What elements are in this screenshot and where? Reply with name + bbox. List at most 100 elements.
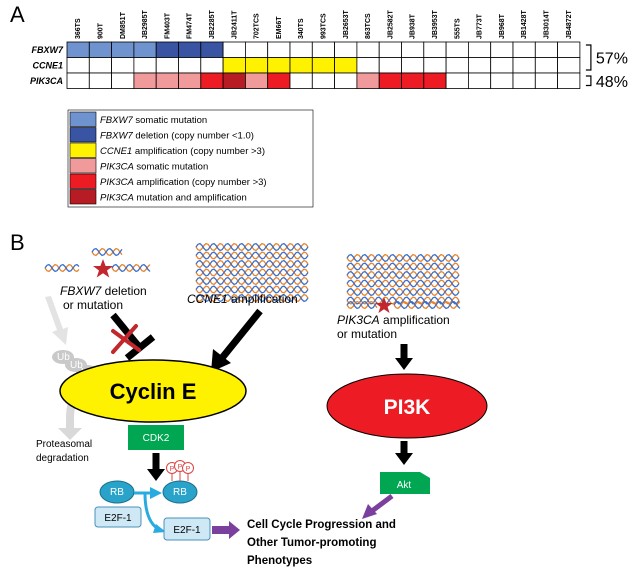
heatmap-cell xyxy=(267,72,291,89)
cyclin-e-label: Cyclin E xyxy=(110,379,197,404)
gene-label: CCNE1 xyxy=(32,61,63,71)
outcome-line-1: Cell Cycle Progression and xyxy=(247,519,396,531)
heatmap-cell xyxy=(200,72,224,89)
heatmap-cell xyxy=(88,72,113,89)
heatmap-cell xyxy=(155,72,179,89)
sample-label: EM66T xyxy=(276,16,283,39)
alteration-frequency: 57% xyxy=(596,51,628,68)
heatmap-cell xyxy=(111,57,135,74)
heatmap-cell xyxy=(534,57,558,74)
heatmap-cell xyxy=(267,57,291,74)
fbxw7-dna-strands xyxy=(44,247,151,273)
dna-strand xyxy=(195,276,309,286)
phosphate-label: P xyxy=(186,466,191,473)
dna-strand xyxy=(393,300,461,310)
degradation-arrow xyxy=(58,380,96,440)
e2f1-free-node xyxy=(163,517,211,541)
heatmap-cell xyxy=(178,57,202,74)
dna-strand xyxy=(346,296,460,305)
ub-label: Ub xyxy=(70,360,83,371)
sample-label: FM403T xyxy=(164,12,171,39)
heatmap-cell xyxy=(311,57,335,74)
phosphate-label: P xyxy=(170,466,175,473)
sample-label: JB2411T xyxy=(231,10,238,39)
heatmap-cell xyxy=(222,72,246,89)
heatmap-cell xyxy=(512,72,536,89)
dna-strand xyxy=(393,300,461,310)
heatmap-cell xyxy=(534,41,558,58)
sample-label: JB3014T xyxy=(543,9,550,39)
dna-strand xyxy=(195,285,309,294)
pik3ca-amplification-label: PIK3CA amplification xyxy=(337,313,450,327)
dna-strand xyxy=(195,268,309,277)
alteration-frequency: 48% xyxy=(596,74,628,91)
sample-label: DM851T xyxy=(120,11,127,39)
heatmap-cell xyxy=(512,41,536,58)
dna-strand xyxy=(346,279,460,288)
heatmap-cell xyxy=(88,57,113,74)
sample-label: JB2985T xyxy=(142,9,149,39)
legend-entry: PIK3CA somatic mutation xyxy=(100,162,208,173)
heatmap-cell xyxy=(557,41,581,58)
phospho-rb-label: RB xyxy=(173,487,187,498)
dna-strand xyxy=(195,259,309,269)
heatmap-cell xyxy=(334,72,358,89)
heatmap-cell xyxy=(66,41,90,58)
akt-label: Akt xyxy=(397,480,412,491)
heatmap-cell xyxy=(88,41,113,58)
degradation-label: degradation xyxy=(36,453,89,464)
dna-strand xyxy=(346,287,460,297)
dna-strand xyxy=(91,247,123,257)
dna-strand xyxy=(346,300,378,310)
sample-label: JB3953T xyxy=(432,9,439,39)
legend-entry: FBXW7 somatic mutation xyxy=(100,115,207,126)
heatmap-cell xyxy=(244,57,269,74)
heatmap-cell xyxy=(467,57,492,74)
rb-release-arrow xyxy=(134,487,166,533)
fbxw7-mutation-label: or mutation xyxy=(63,298,123,312)
phosphate-label: P xyxy=(178,464,183,471)
heatmap-cell xyxy=(311,72,335,89)
pik3ca-amplified-dna-strands xyxy=(346,253,461,310)
heatmap-cell xyxy=(111,41,135,58)
rb-label: RB xyxy=(110,487,124,498)
legend-swatch xyxy=(69,189,97,205)
heatmap-cell xyxy=(200,41,224,58)
legend-entry: PIK3CA amplification (copy number >3) xyxy=(100,177,267,188)
sample-label: 900T xyxy=(97,22,104,39)
heatmap-cell xyxy=(356,72,380,89)
dna-strand xyxy=(44,263,80,273)
cdk2-down-arrow xyxy=(147,453,165,481)
heatmap-cell xyxy=(445,57,469,74)
legend-entry: FBXW7 deletion (copy number <1.0) xyxy=(100,131,254,142)
heatmap-cell xyxy=(155,57,179,74)
ccne1-to-cyclin-arrow xyxy=(211,308,263,372)
legend-swatch xyxy=(69,127,97,143)
sample-label: 702TCS xyxy=(254,13,261,39)
sample-label: JB2285T xyxy=(209,9,216,39)
pi3k-label: PI3K xyxy=(384,396,431,419)
blocked-x-icon xyxy=(111,324,141,354)
heatmap-cell xyxy=(378,72,402,89)
dna-strand xyxy=(346,253,460,263)
dna-strand xyxy=(195,293,309,303)
mutation-star-icon xyxy=(93,259,113,278)
heatmap-cell xyxy=(133,41,157,58)
degradation-arrow-upper xyxy=(45,296,68,345)
sample-label: 863TCS xyxy=(365,13,372,39)
outcome-line-3: Phenotypes xyxy=(247,555,312,567)
e2f1-outcome-arrow xyxy=(212,521,240,539)
sample-label: 340TS xyxy=(298,18,305,39)
pik3ca-to-pi3k-arrow xyxy=(395,344,413,370)
heatmap-cell xyxy=(557,57,581,74)
heatmap-cell xyxy=(334,57,358,74)
sample-label: JB938T xyxy=(410,13,417,39)
bracket-line xyxy=(585,75,592,87)
ccne1-amplified-dna-strands xyxy=(195,242,309,303)
sample-label: JB2582T xyxy=(387,9,394,39)
sample-label: 555TS xyxy=(454,18,461,39)
heatmap-cell xyxy=(289,72,313,89)
dna-strand xyxy=(111,263,151,273)
